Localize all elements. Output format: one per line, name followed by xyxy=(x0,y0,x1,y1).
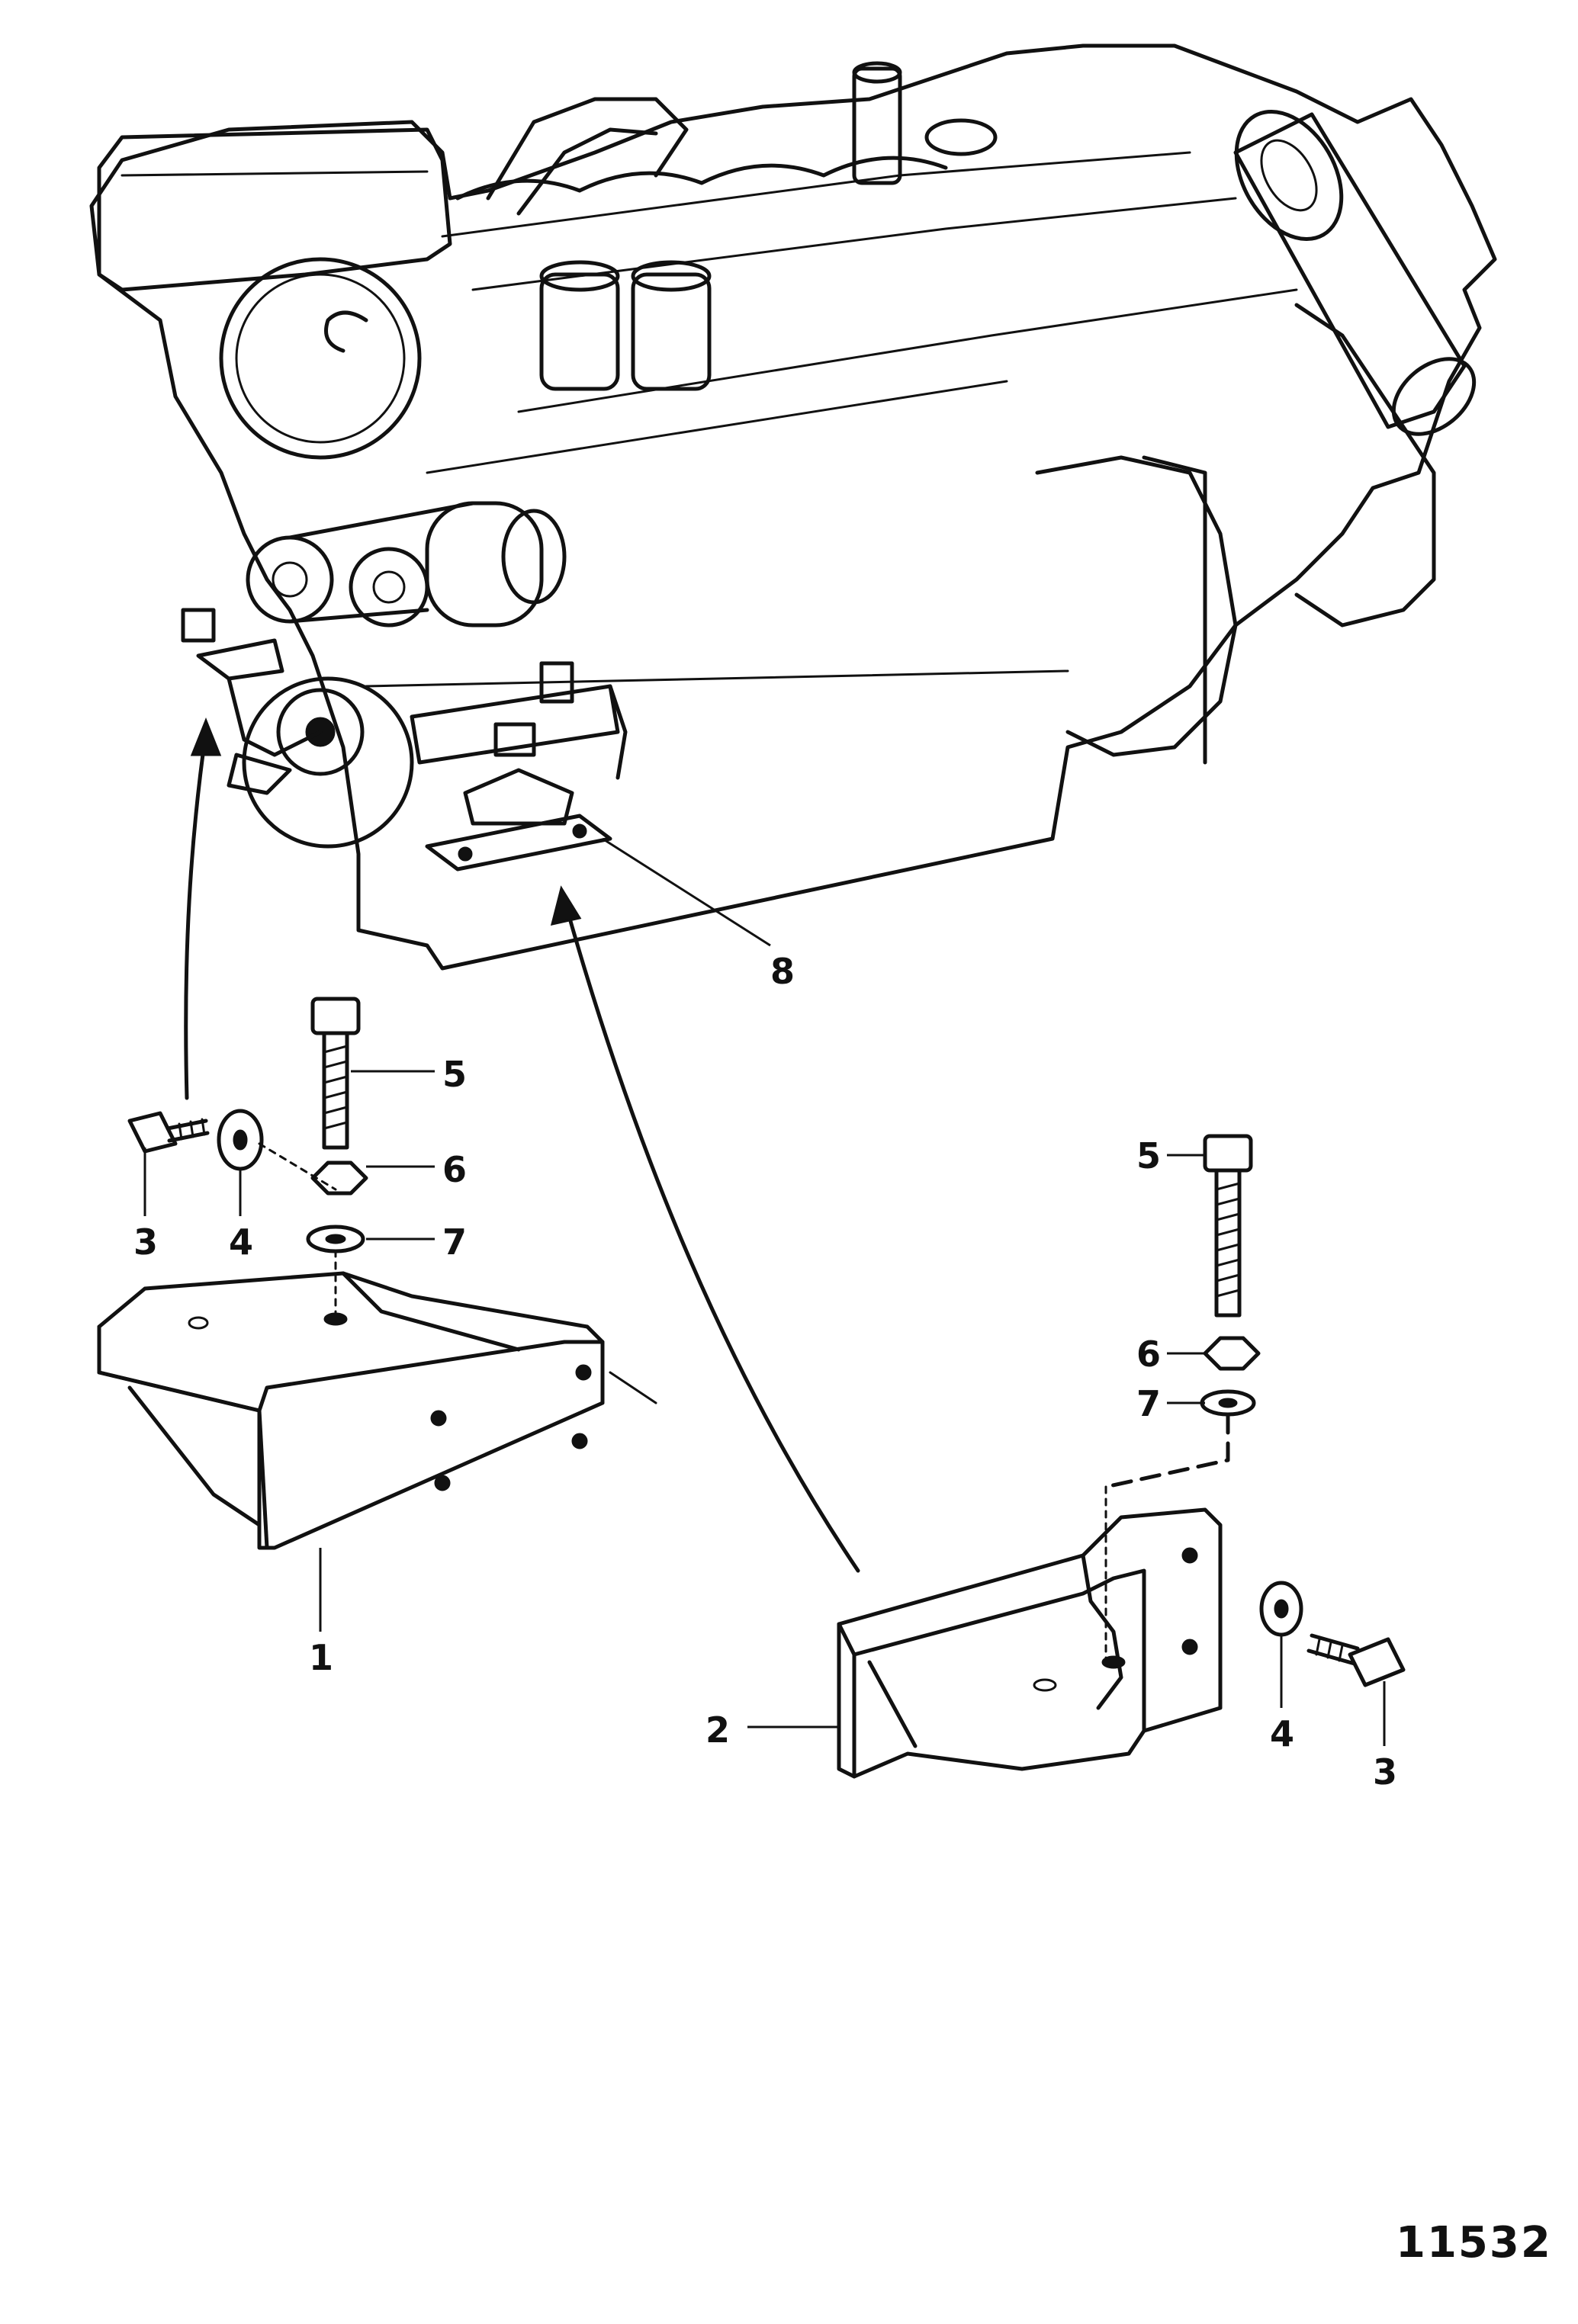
callout-4-left: 4 xyxy=(229,1221,253,1263)
nut-6-left xyxy=(310,1160,368,1196)
bolt-5-head-left xyxy=(310,997,361,1035)
arrow-head-right xyxy=(550,885,582,926)
callout-5-left: 5 xyxy=(442,1054,467,1095)
callout-6-right: 6 xyxy=(1136,1334,1161,1375)
callout-8: 8 xyxy=(770,951,795,992)
right-hardware xyxy=(1104,1134,1406,1687)
arrow-head-left xyxy=(190,717,222,756)
callout-2: 2 xyxy=(705,1709,730,1751)
bolt-5-shank-left xyxy=(322,1031,349,1150)
bolt-5-head-right xyxy=(1203,1134,1253,1173)
bolt-3-head-right xyxy=(1348,1637,1406,1687)
callout-3-left: 3 xyxy=(133,1221,158,1263)
callout-7-right: 7 xyxy=(1136,1383,1161,1424)
callout-1: 1 xyxy=(309,1637,333,1678)
callout-4-right: 4 xyxy=(1270,1713,1294,1754)
leader-lines xyxy=(143,837,1386,1746)
left-hardware xyxy=(127,997,368,1253)
callout-labels: 8 5 6 7 3 4 1 5 6 7 2 4 3 xyxy=(133,951,1397,1793)
bolt-5-shank-right xyxy=(1214,1168,1242,1318)
assembly-arrows xyxy=(184,717,860,1573)
bracket-2 xyxy=(837,1485,1223,1779)
engine-illustration xyxy=(89,43,1497,971)
callout-6-left: 6 xyxy=(442,1149,467,1190)
nut-6-right xyxy=(1203,1336,1261,1371)
figure-number: 11532 xyxy=(1396,2218,1552,2268)
callout-5-right: 5 xyxy=(1136,1135,1161,1176)
callout-7-left: 7 xyxy=(442,1221,467,1263)
bolt-3-head-left xyxy=(127,1111,178,1154)
bracket-1 xyxy=(97,1249,657,1550)
callout-3-right: 3 xyxy=(1373,1751,1397,1793)
